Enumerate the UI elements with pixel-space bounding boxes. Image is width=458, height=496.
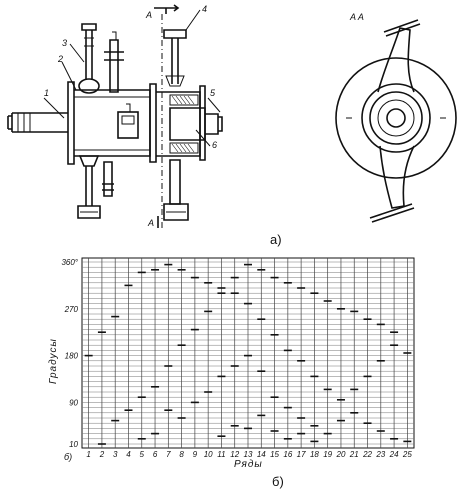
x-tick-label: 22 [362, 450, 372, 459]
y-tick-label: 180 [65, 352, 79, 361]
tine-holder-top-right [163, 29, 187, 87]
section-label-top: A [145, 10, 152, 20]
right-flange-2 [199, 85, 206, 161]
x-tick-label: 12 [230, 450, 239, 459]
x-tick-label: 10 [204, 450, 213, 459]
disc-ring-2 [369, 91, 423, 145]
x-tick-label: 18 [310, 450, 319, 459]
lower-arm-tip [369, 203, 415, 223]
x-tick-label: 16 [283, 450, 292, 459]
x-tick-label: 19 [323, 450, 332, 459]
x-tick-label: 24 [389, 450, 399, 459]
x-tick-label: 13 [244, 450, 253, 459]
disc-hub [386, 108, 406, 128]
right-flange [149, 83, 157, 163]
horizontal-gridlines [82, 261, 414, 445]
x-tick-label: 25 [402, 450, 412, 459]
x-tick-label: 9 [193, 450, 198, 459]
vertical-gridlines [88, 258, 408, 448]
cylinder-side-view: A A 1 2 3 4 5 6 [7, 4, 223, 228]
x-tick-label: 1 [86, 450, 90, 459]
figure-b-caption: б) [272, 474, 284, 489]
outer-disc [335, 57, 457, 179]
y-axis-label: Градусы [48, 338, 59, 384]
y-tick-labels: 10 90 180 270 360° [61, 258, 78, 449]
shaft-threads [17, 113, 31, 132]
x-tick-label: 15 [270, 450, 279, 459]
y-tick-label: 360° [61, 258, 78, 267]
bearing-hatching [169, 94, 199, 154]
gear-box [117, 111, 139, 139]
x-tick-label: 23 [375, 450, 385, 459]
disc-ring-1 [361, 83, 431, 153]
callout-4: 4 [202, 4, 207, 14]
section-arrow-top [154, 4, 180, 14]
corner-letter: б) [64, 452, 72, 462]
x-axis-label: Ряды [234, 459, 263, 470]
shaft [7, 112, 68, 133]
tine-holder-top-left [78, 23, 100, 94]
tine-holder-bottom-left [77, 155, 101, 219]
x-tick-label: 6 [153, 450, 158, 459]
x-tick-label: 8 [179, 450, 184, 459]
x-tick-label: 4 [126, 450, 131, 459]
x-tick-label: 17 [297, 450, 306, 459]
x-tick-label: 11 [217, 450, 225, 459]
figure-a-caption: а) [270, 232, 282, 247]
gear-box-detail [121, 103, 135, 125]
callout-leaders [43, 9, 221, 147]
callout-1: 1 [44, 88, 49, 98]
tine-holder-top-middle [104, 31, 124, 93]
hub-end [205, 113, 223, 135]
x-tick-label: 3 [113, 450, 118, 459]
x-tick-label: 2 [99, 450, 105, 459]
drum-inner-line [74, 96, 150, 151]
tine-marks [84, 263, 412, 445]
cross-section-view: A A [335, 12, 457, 223]
x-tick-label: 20 [336, 450, 346, 459]
x-tick-label: 7 [166, 450, 171, 459]
section-label-bottom: A [147, 218, 154, 228]
x-tick-label: 14 [257, 450, 266, 459]
section-view-title: A A [349, 12, 364, 22]
callout-6: 6 [212, 140, 217, 150]
tine-holder-bottom-right [163, 159, 189, 221]
x-tick-label: 5 [140, 450, 145, 459]
disc-ring-3 [377, 99, 415, 137]
callout-5: 5 [210, 88, 216, 98]
callout-3: 3 [62, 38, 67, 48]
upper-arm [377, 27, 415, 93]
y-tick-label: 270 [64, 305, 79, 314]
y-tick-label: 10 [69, 440, 78, 449]
lower-arm [379, 145, 415, 209]
callout-2: 2 [57, 54, 63, 64]
y-tick-label: 90 [69, 398, 78, 407]
upper-arm-tip [383, 19, 421, 37]
tine-holder-bottom-middle [102, 161, 114, 197]
x-tick-label: 21 [349, 450, 359, 459]
left-flange [67, 81, 75, 165]
